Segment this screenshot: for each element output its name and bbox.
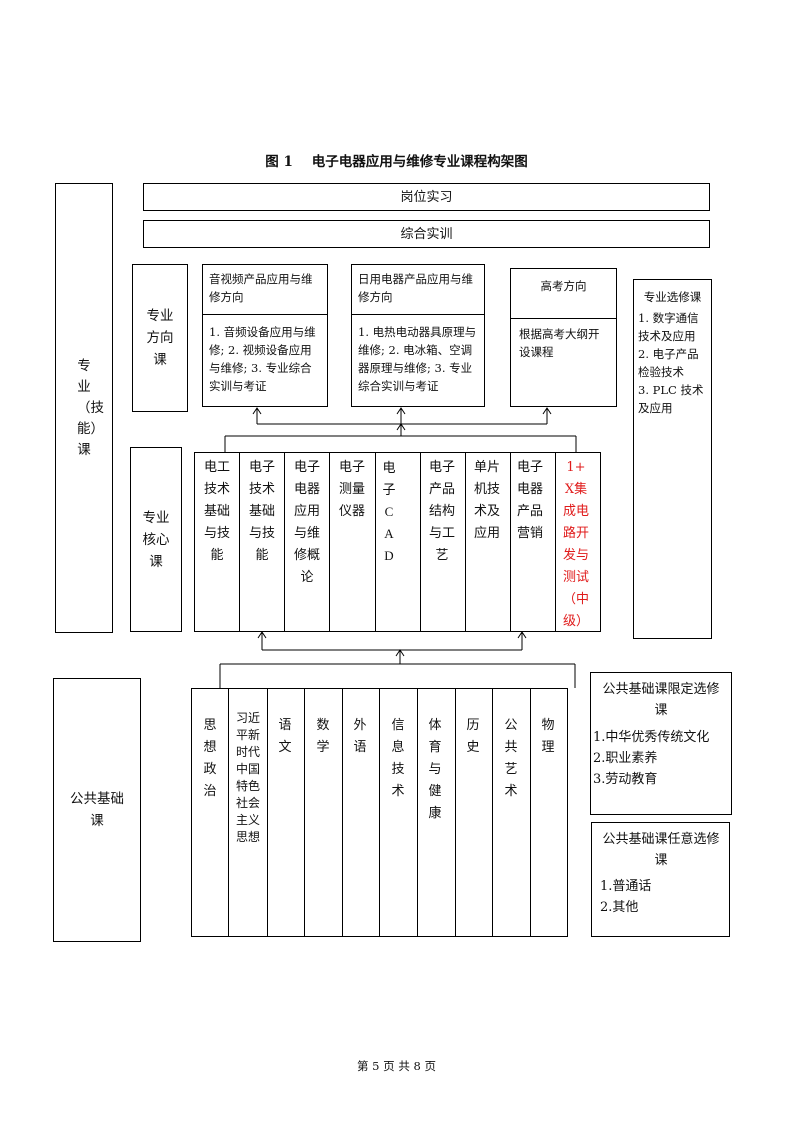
core-course: 电子产品结构与工艺 [428,460,455,563]
core-course: 电子CAD [382,460,396,563]
arrowhead [257,631,267,639]
core-course: 单片机技术及应用 [473,460,500,541]
limited-elective: 公共基础课限定选修课 1.中华优秀传统文化 2.职业素养 3.劳动教育 [590,672,732,815]
direction-label: 专业方向课 [132,264,188,412]
divider [555,453,556,631]
direction-exam-head: 高考方向 [540,279,587,293]
limited-elective-item: 2.职业素养 [593,751,658,766]
direction-exam-body: 根据高考大纲开设课程 [519,327,600,359]
direction-av-body: 1. 音频设备应用与维修; 2. 视频设备应用与维修; 3. 专业综合实训与考证 [209,325,316,393]
direction-appliance: 日用电器产品应用与维修方向 1. 电热电动器具原理与维修; 2. 电冰箱、空调器… [351,264,485,407]
core-course: 电子技术基础与技能 [248,460,275,563]
public-course: 习近平新时代中国特色社会主义思想 [235,711,260,844]
divider [510,453,511,631]
direction-av-head: 音视频产品应用与维修方向 [209,272,313,304]
public-course: 信息技术 [391,718,405,799]
core-label-text: 专业核心课 [142,509,170,570]
public-course: 思想政治 [203,718,217,799]
divider [228,689,229,936]
professional-elective-list: 1. 数字通信技术及应用 2. 电子产品检验技术 3. PLC 技术及应用 [638,309,708,417]
direction-label-text: 专业方向课 [146,308,174,368]
public-course: 外语 [353,718,367,755]
arrowhead [517,631,527,639]
divider [511,318,616,319]
public-course: 语文 [278,718,292,755]
limited-elective-item: 3.劳动教育 [593,772,658,787]
arrowhead [252,407,262,415]
page-footer: 第 5 页 共 8 页 [357,1059,436,1073]
public-courses-table: 思想政治 习近平新时代中国特色社会主义思想 语文 数学 外语 信息技术 体育与健… [191,688,568,937]
elective-item: 2. 电子产品检验技术 [638,347,699,379]
public-course: 物理 [541,718,555,755]
divider [342,689,343,936]
arrowhead [396,407,406,415]
professional-elective: 专业选修课 1. 数字通信技术及应用 2. 电子产品检验技术 3. PLC 技术… [633,279,712,639]
core-course: 电子电器产品营销 [516,460,543,541]
public-course: 历史 [466,718,480,755]
diagram-title: 图 1 电子电器应用与维修专业课程构架图 [265,154,528,170]
divider [239,453,240,631]
core-course: 电子电器应用与维修概论 [293,460,320,585]
divider [379,689,380,936]
professional-courses-label: 专业（技能）课 [55,183,113,633]
limited-elective-item: 1.中华优秀传统文化 [593,730,710,745]
optional-elective-item: 1.普通话 [600,879,652,894]
divider [304,689,305,936]
public-course: 公共艺术 [504,718,518,799]
elective-item: 3. PLC 技术及应用 [638,383,704,415]
optional-elective: 公共基础课任意选修课 1.普通话 2.其他 [591,822,730,937]
internship-bar: 岗位实习 [143,183,710,211]
divider [329,453,330,631]
divider [420,453,421,631]
core-course-highlight: 1+X集成电路开发与测试（中级） [563,460,590,629]
optional-elective-title: 公共基础课任意选修课 [602,832,720,868]
public-course: 数学 [316,718,330,755]
divider [284,453,285,631]
public-course: 体育与健康 [428,718,442,821]
elective-item: 1. 数字通信技术及应用 [638,311,699,343]
arrowhead [395,649,405,657]
direction-exam: 高考方向 根据高考大纲开设课程 [510,268,617,407]
core-label: 专业核心课 [130,447,182,632]
divider [492,689,493,936]
divider [267,689,268,936]
public-courses-label: 公共基础课 [53,678,141,942]
divider [203,314,327,315]
direction-appliance-head: 日用电器产品应用与维修方向 [358,272,473,304]
arrowhead [542,407,552,415]
limited-elective-list: 1.中华优秀传统文化 2.职业素养 3.劳动教育 [593,727,731,790]
optional-elective-list: 1.普通话 2.其他 [600,876,726,918]
training-bar: 综合实训 [143,220,710,248]
direction-av: 音视频产品应用与维修方向 1. 音频设备应用与维修; 2. 视频设备应用与维修;… [202,264,328,407]
optional-elective-item: 2.其他 [600,900,639,915]
divider [375,453,376,631]
core-course: 电工技术基础与技能 [203,460,230,563]
arrowhead [396,423,406,431]
divider [455,689,456,936]
direction-appliance-body: 1. 电热电动器具原理与维修; 2. 电冰箱、空调器原理与维修; 3. 专业综合… [358,325,477,393]
divider [352,314,484,315]
limited-elective-title: 公共基础课限定选修课 [602,682,720,718]
core-course: 电子测量仪器 [338,460,365,519]
professional-elective-title: 专业选修课 [643,290,702,304]
divider [417,689,418,936]
divider [530,689,531,936]
divider [465,453,466,631]
core-courses-table: 电工技术基础与技能 电子技术基础与技能 电子电器应用与维修概论 电子测量仪器 电… [194,452,601,632]
public-courses-text: 公共基础课 [70,791,124,829]
